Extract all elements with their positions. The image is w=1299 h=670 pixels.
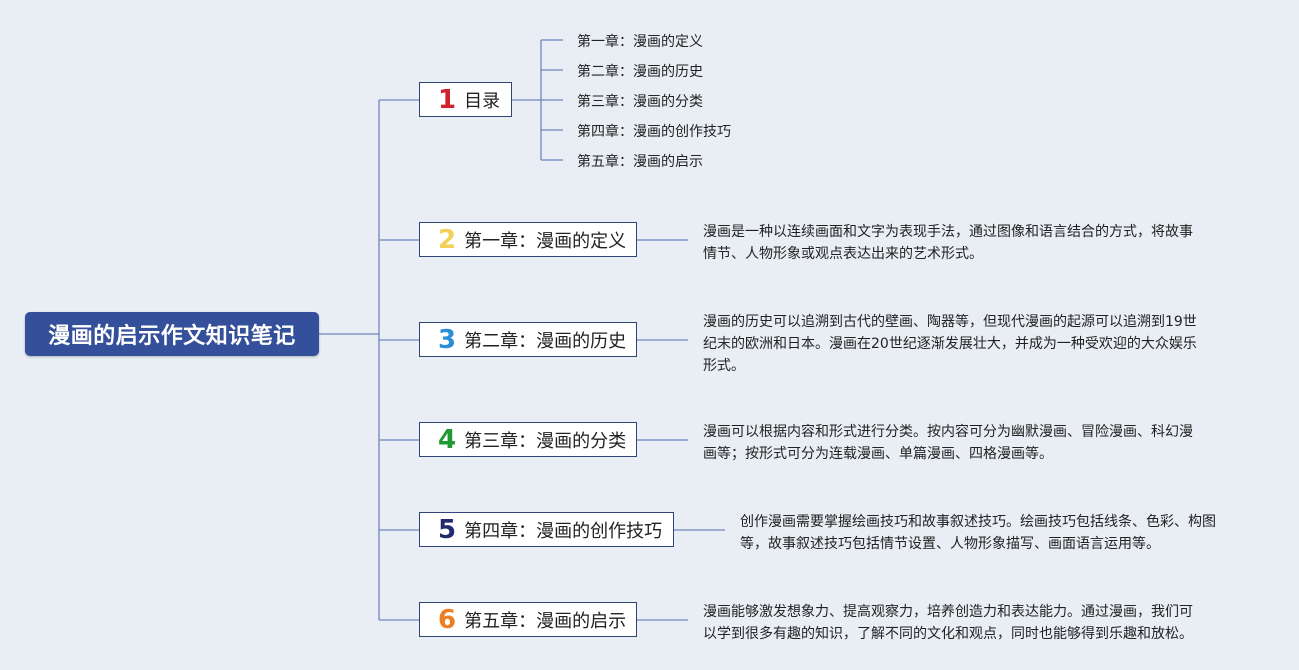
toc-item[interactable]: 第一章：漫画的定义 [577,34,703,50]
root-title: 漫画的启示作文知识笔记 [48,324,296,349]
branch-number: 3 [438,324,457,355]
branch-number: 2 [438,224,457,255]
branch-label: 第四章：漫画的创作技巧 [464,520,663,542]
branch-chapter-2[interactable]: 3 第二章：漫画的历史 [419,322,637,357]
chapter-5-description[interactable]: 漫画能够激发想象力、提高观察力，培养创造力和表达能力。通过漫画，我们可以学到很多… [703,604,1193,642]
chapter-1-description[interactable]: 漫画是一种以连续画面和文字为表现手法，通过图像和语言结合的方式，将故事情节、人物… [703,224,1193,262]
chapter-3-description[interactable]: 漫画可以根据内容和形式进行分类。按内容可分为幽默漫画、冒险漫画、科幻漫画等；按形… [703,424,1193,462]
branch-label: 第二章：漫画的历史 [464,330,627,352]
branch-label: 目录 [464,90,501,112]
branch-number: 1 [438,84,457,115]
branch-toc[interactable]: 1 目录 [419,82,512,117]
branch-label: 第一章：漫画的定义 [464,230,627,252]
branch-chapter-4[interactable]: 5 第四章：漫画的创作技巧 [419,512,674,547]
branch-label: 第五章：漫画的启示 [464,610,627,632]
toc-item[interactable]: 第五章：漫画的启示 [577,154,703,170]
toc-item[interactable]: 第四章：漫画的创作技巧 [577,124,731,140]
branch-number: 5 [438,514,457,545]
branch-label: 第三章：漫画的分类 [464,430,627,452]
toc-item[interactable]: 第三章：漫画的分类 [577,94,703,110]
chapter-2-description[interactable]: 漫画的历史可以追溯到古代的壁画、陶器等，但现代漫画的起源可以追溯到19世纪末的欧… [703,314,1197,374]
branch-chapter-3[interactable]: 4 第三章：漫画的分类 [419,422,637,457]
toc-item[interactable]: 第二章：漫画的历史 [577,64,703,80]
root-topic[interactable]: 漫画的启示作文知识笔记 [25,312,319,356]
branch-chapter-5[interactable]: 6 第五章：漫画的启示 [419,602,637,637]
branch-number: 6 [438,604,457,635]
chapter-4-description[interactable]: 创作漫画需要掌握绘画技巧和故事叙述技巧。绘画技巧包括线条、色彩、构图等，故事叙述… [740,514,1216,552]
branch-chapter-1[interactable]: 2 第一章：漫画的定义 [419,222,637,257]
branch-number: 4 [438,424,457,455]
